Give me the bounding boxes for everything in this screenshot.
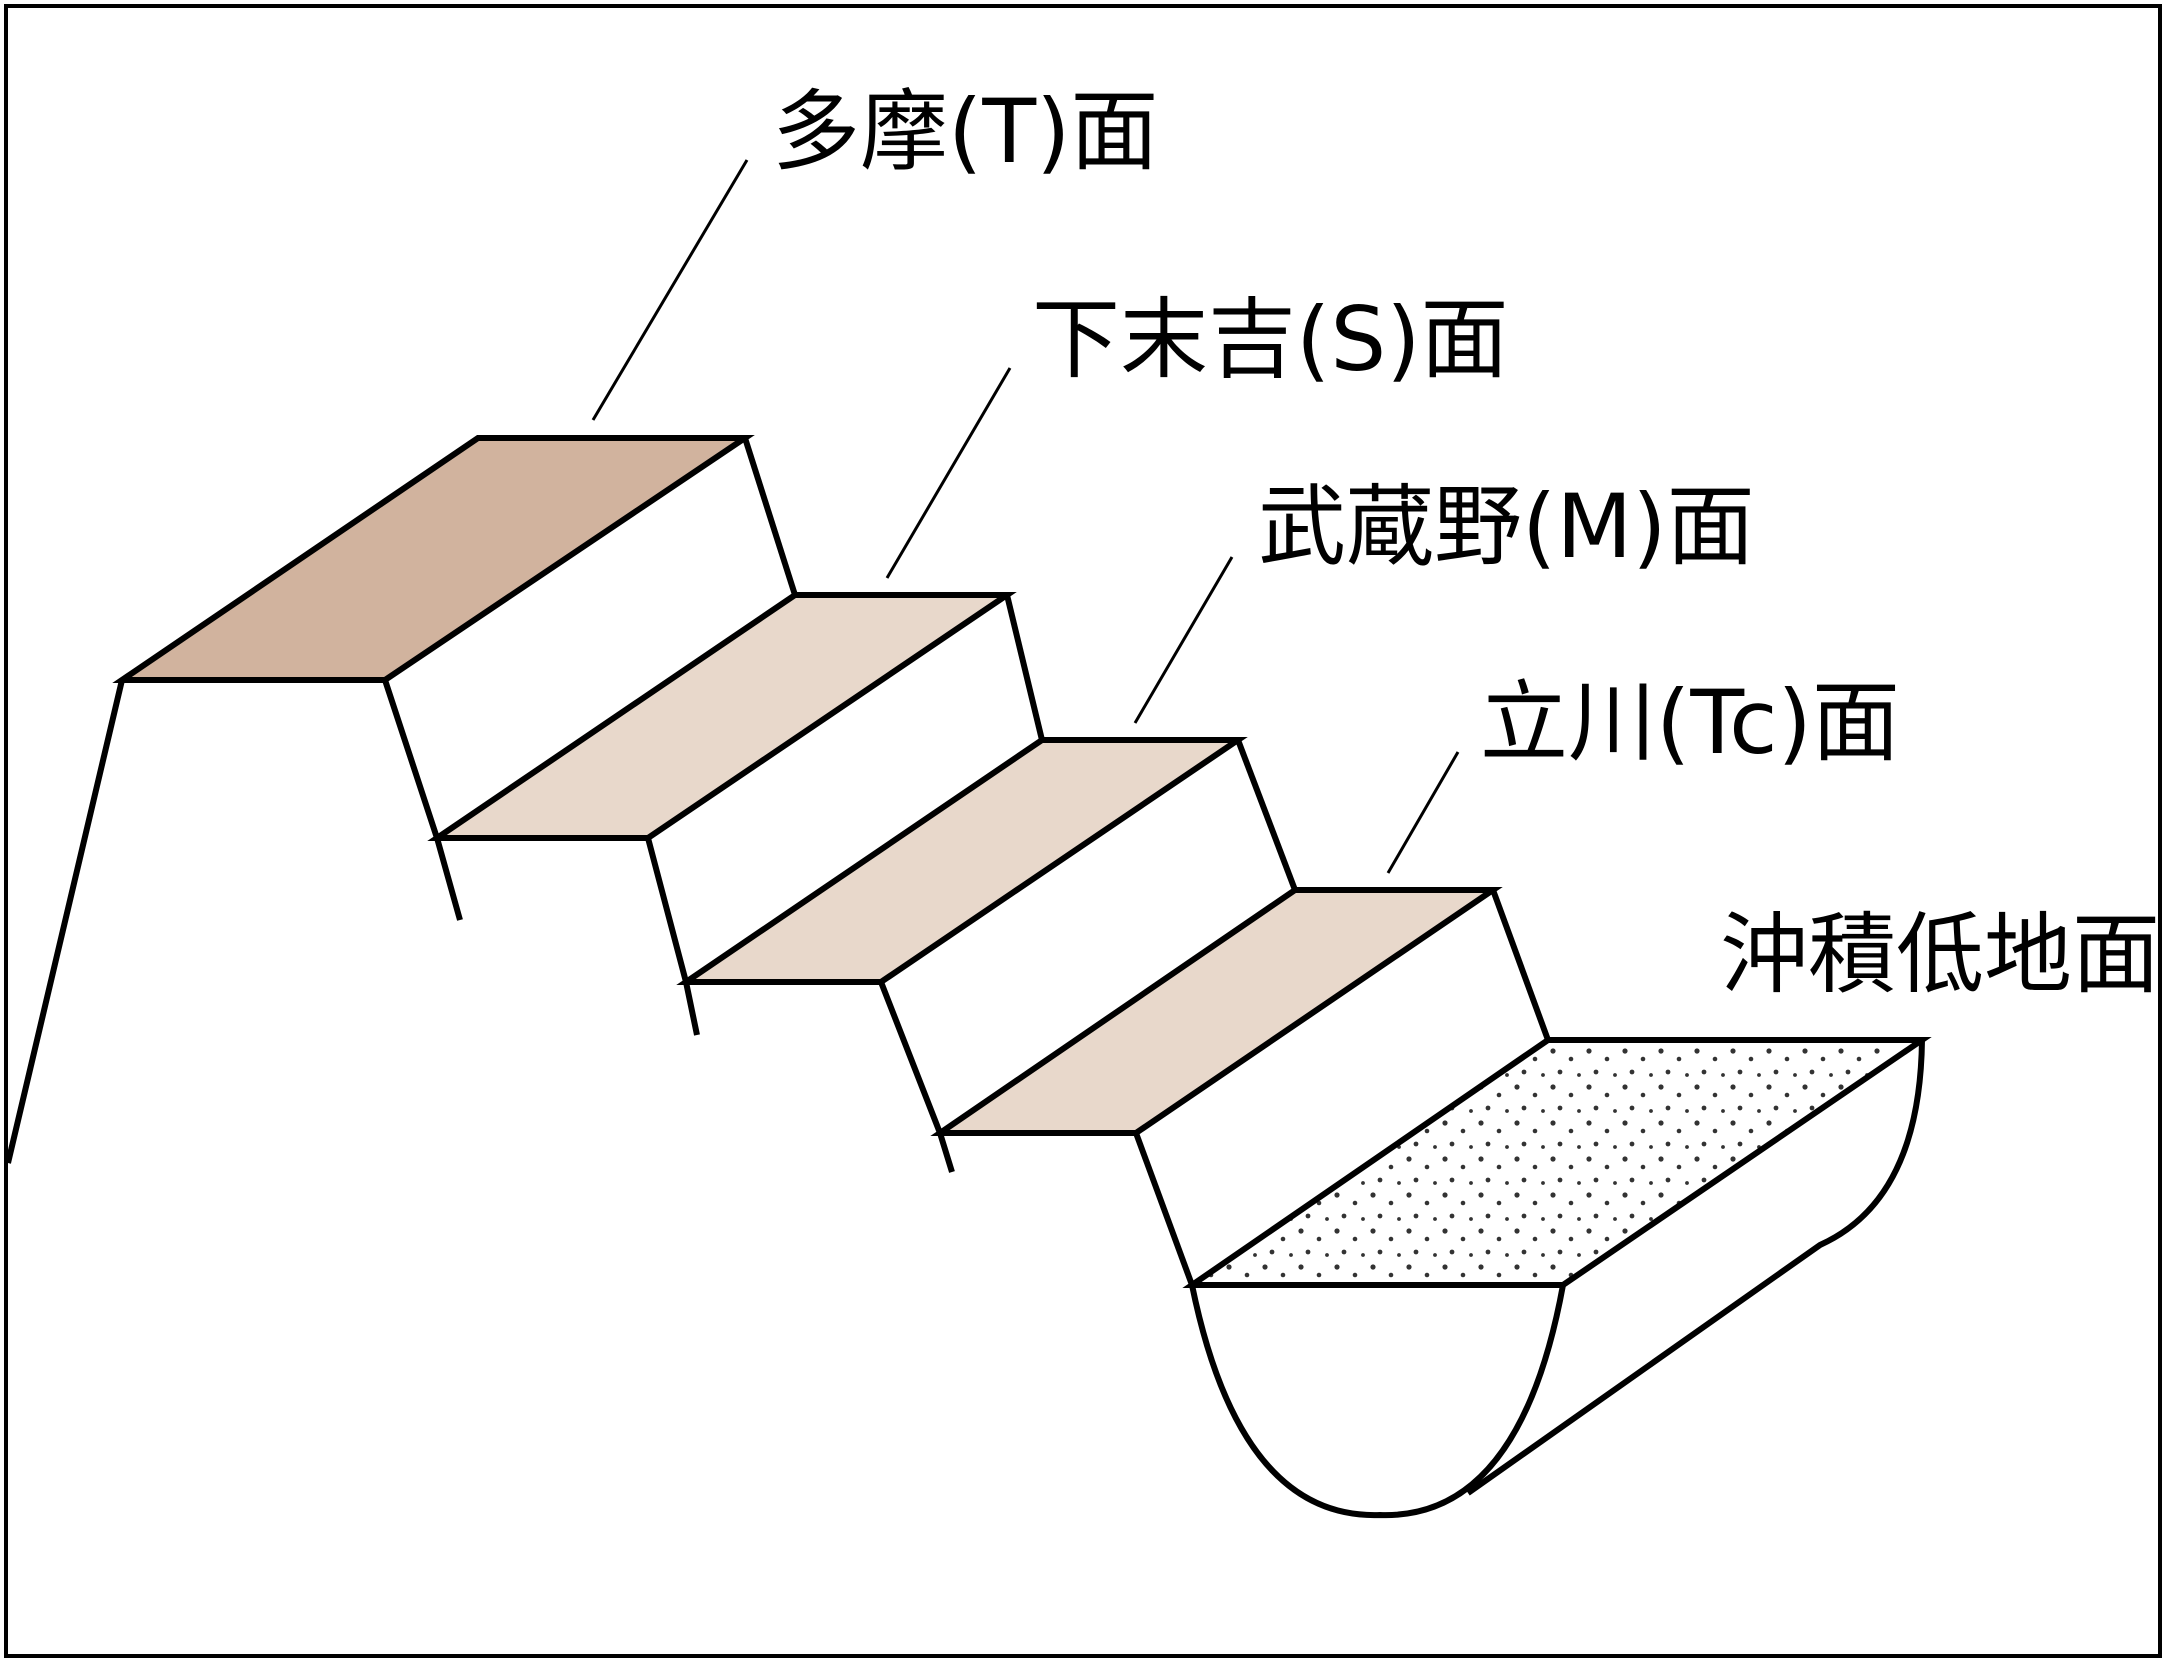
musashino-label: 武蔵野(M)面 — [1258, 475, 1755, 578]
tachikawa-leader-line — [1386, 751, 1460, 874]
tama-surface — [112, 435, 755, 683]
tama-leader-line — [591, 159, 749, 421]
tachikawa-back-scarp — [1490, 888, 1551, 1042]
tama-left-cliff — [5, 679, 125, 1164]
tama-back-scarp — [742, 437, 798, 596]
shimosue-scarp — [645, 837, 700, 1036]
musashino-leader-line — [1133, 556, 1234, 724]
tachikawa-scarp — [1133, 1131, 1195, 1287]
tachikawa-label: 立川(Tc)面 — [1480, 671, 1900, 774]
alluvial-channel-side — [1466, 1039, 1925, 1496]
tachikawa-surface — [930, 887, 1503, 1136]
musashino-back-scarp — [1235, 738, 1298, 892]
alluvial-label: 沖積低地面 — [1720, 903, 2160, 1006]
shimosue-leader-line — [885, 367, 1012, 579]
tama-label: 多摩(T)面 — [772, 80, 1158, 183]
musashino-scarp — [878, 980, 955, 1173]
shimosue-surface — [427, 592, 1017, 841]
shimosue-back-scarp — [1004, 594, 1045, 741]
shimosue-label: 下末吉(S)面 — [1032, 288, 1509, 391]
alluvial-channel-front — [1189, 1284, 1566, 1519]
musashino-surface — [676, 737, 1248, 985]
diagram-frame — [4, 4, 2162, 1658]
tama-scarp — [382, 679, 463, 921]
